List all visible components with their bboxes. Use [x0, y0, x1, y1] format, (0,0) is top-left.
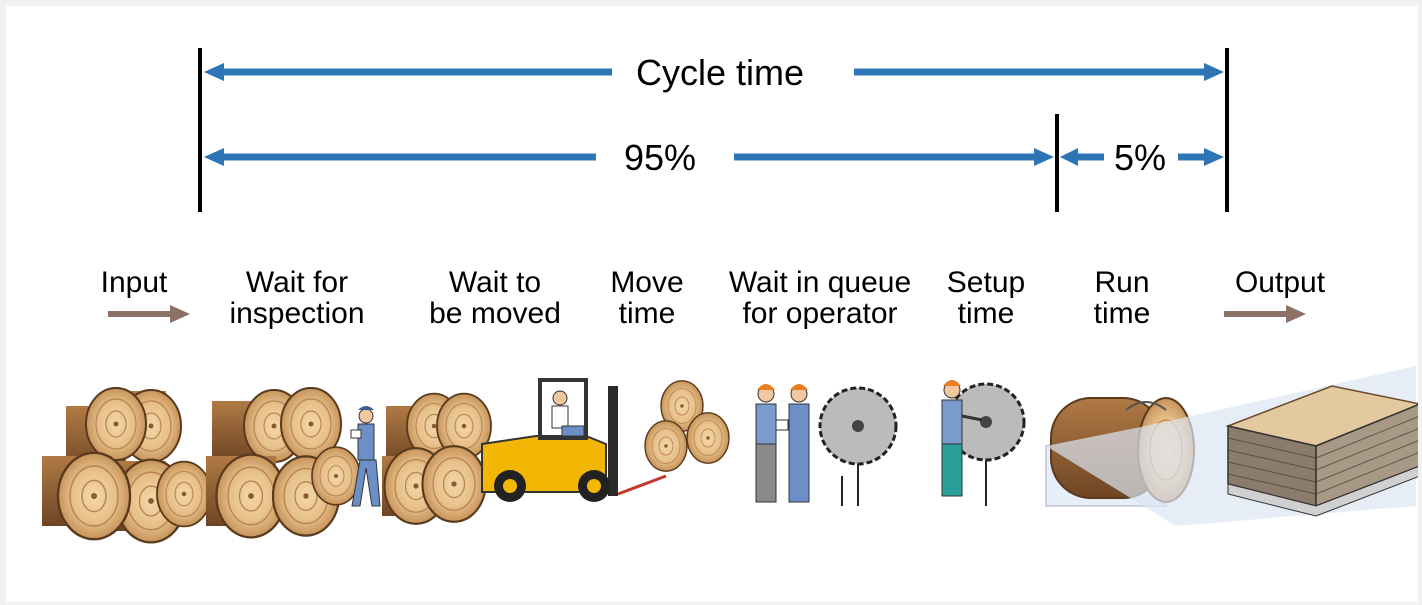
stage-label-run-time: Run time [1093, 266, 1151, 330]
waiting-arrowhead-right [1034, 148, 1054, 166]
run-arrowhead-right [1204, 148, 1224, 166]
stage-label-wait-in-queue: Wait in queue for operator [728, 266, 912, 330]
forklift-icon [382, 378, 730, 525]
waiting-arrowhead-left [204, 148, 224, 166]
lumber-stack-icon [1046, 366, 1418, 526]
cycle-time-arrowhead-right [1204, 63, 1224, 81]
run-arrowhead-left [1060, 148, 1078, 166]
output-flow-arrow [1224, 305, 1306, 323]
stage-label-input: Input [100, 266, 168, 299]
stage-label-wait-to-be-moved: Wait to be moved [429, 266, 561, 330]
input-flow-arrow [108, 305, 190, 323]
setup-worker-at-saw-icon [941, 380, 1026, 506]
stage-label-wait-for-inspection: Wait for inspection [229, 266, 365, 330]
inspector-with-logs-icon [206, 387, 381, 539]
cycle-time-arrowhead-left [204, 63, 224, 81]
operators-at-saw-icon [755, 384, 898, 506]
cycle-time-label: Cycle time [636, 52, 804, 93]
run-percent-label: 5% [1114, 137, 1166, 178]
stage-label-output: Output [1234, 266, 1326, 299]
cycle-time-diagram: Cycle time 95% 5% [42, 48, 1418, 544]
diagram-card: Cycle time 95% 5% [6, 6, 1418, 602]
stage-label-move-time: Move time [610, 266, 684, 330]
waiting-percent-label: 95% [624, 137, 696, 178]
stage-label-setup-time: Setup time [946, 266, 1026, 330]
timeline: Cycle time 95% 5% [198, 48, 1229, 212]
log-pile-icon [42, 387, 212, 544]
